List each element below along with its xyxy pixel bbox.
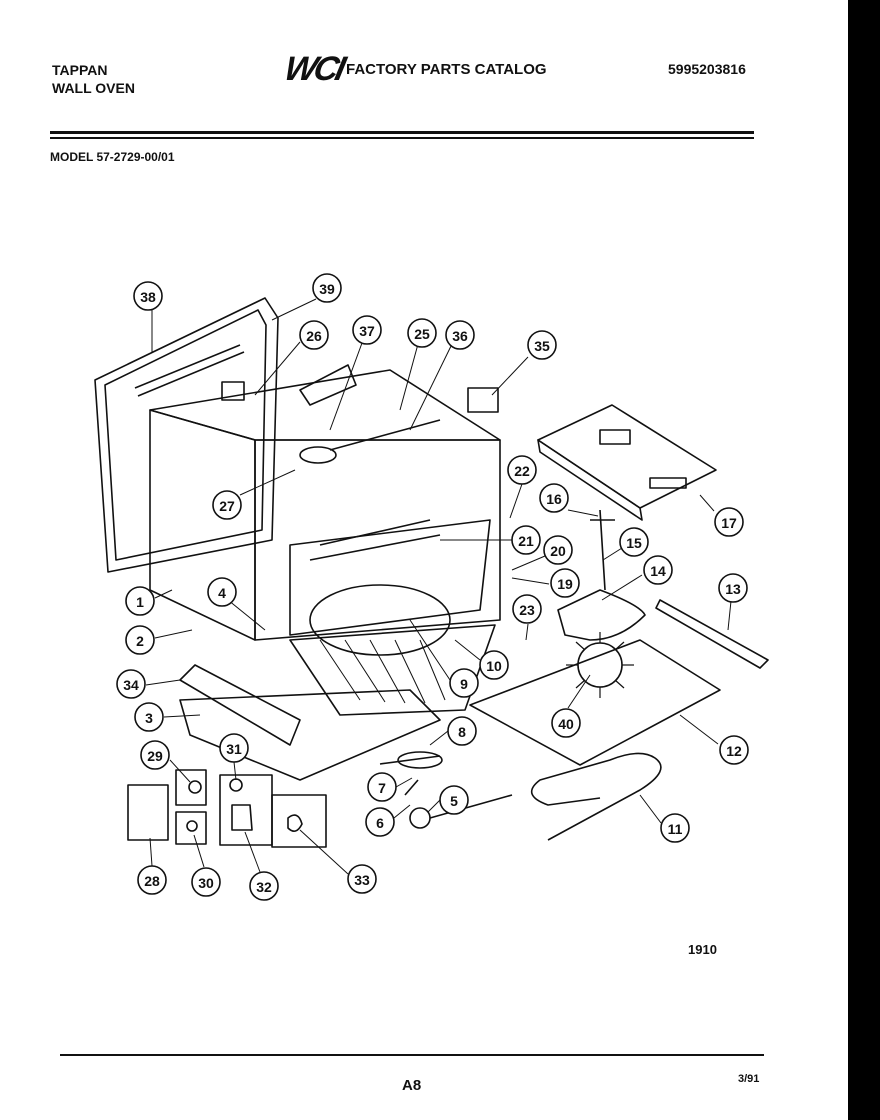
callout-35: 35 (534, 338, 550, 354)
callout-10: 10 (486, 658, 502, 674)
callout-34: 34 (123, 677, 139, 693)
catalog-title: FACTORY PARTS CATALOG (346, 61, 547, 78)
callout-2: 2 (136, 633, 144, 649)
callout-13: 13 (725, 581, 741, 597)
callout-5: 5 (450, 793, 458, 809)
oven-opening (289, 519, 491, 636)
callout-25: 25 (414, 326, 430, 342)
footer-rule (60, 1054, 764, 1056)
callout-7: 7 (378, 780, 386, 796)
page-code: A8 (402, 1077, 422, 1094)
header-rule-bottom (50, 137, 754, 139)
bottom-panel (469, 639, 721, 766)
parts-catalog-page: TAPPAN WALL OVEN WCI FACTORY PARTS CATAL… (0, 0, 848, 1120)
header-rule-top (50, 131, 754, 134)
exploded-parts-diagram: 3839263725363522161727212015141319231421… (94, 273, 769, 901)
catalog-number: 5995203816 (668, 61, 746, 77)
callout-9: 9 (460, 676, 468, 692)
callout-37: 37 (359, 323, 375, 339)
rear-panel-inner (104, 309, 267, 561)
callout-14: 14 (650, 563, 666, 579)
callout-27: 27 (219, 498, 235, 514)
oven-rack (289, 624, 496, 716)
oven-body-front (254, 439, 501, 641)
callout-12: 12 (726, 743, 742, 759)
callout-17: 17 (721, 515, 737, 531)
callout-36: 36 (452, 328, 468, 344)
broil-element (655, 599, 769, 669)
callout-31: 31 (226, 741, 242, 757)
callout-4: 4 (218, 585, 226, 601)
front-trim (179, 664, 301, 746)
callout-21: 21 (518, 533, 534, 549)
callout-6: 6 (376, 815, 384, 831)
figure-number: 1910 (688, 942, 717, 957)
callout-39: 39 (319, 281, 335, 297)
callout-8: 8 (458, 724, 466, 740)
callout-30: 30 (198, 875, 214, 891)
rear-panel (94, 297, 279, 573)
callout-16: 16 (546, 491, 562, 507)
bottom-tray (179, 689, 441, 781)
callout-20: 20 (550, 543, 566, 559)
callout-40: 40 (558, 716, 574, 732)
callout-28: 28 (144, 873, 160, 889)
callout-26: 26 (306, 328, 322, 344)
product-type: WALL OVEN (52, 80, 135, 96)
callout-29: 29 (147, 748, 163, 764)
callout-32: 32 (256, 879, 272, 895)
callout-19: 19 (557, 576, 573, 592)
callout-1: 1 (136, 594, 144, 610)
oven-body-top (149, 369, 501, 441)
callout-15: 15 (626, 535, 642, 551)
callout-22: 22 (514, 463, 530, 479)
oven-body-left (149, 409, 256, 641)
callout-11: 11 (668, 821, 683, 837)
callout-23: 23 (519, 602, 535, 618)
callout-38: 38 (140, 289, 156, 305)
callout-33: 33 (354, 872, 370, 888)
brand-name: TAPPAN (52, 62, 108, 78)
callout-3: 3 (145, 710, 153, 726)
model-number: MODEL 57-2729-00/01 (50, 150, 175, 164)
bake-element (530, 752, 662, 841)
revision-date: 3/91 (738, 1073, 760, 1085)
